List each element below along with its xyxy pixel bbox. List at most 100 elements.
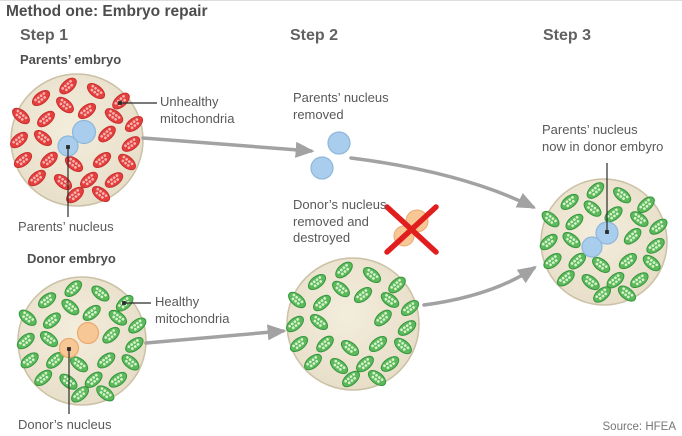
mitochondrion: [332, 280, 350, 298]
mitochondrion: [304, 353, 322, 371]
mitochondrion: [646, 237, 665, 254]
mitochondrion: [59, 77, 77, 95]
mitochondrion: [64, 155, 84, 173]
step-2-label: Step 2: [290, 27, 339, 44]
parents-embryo-heading: Parents’ embryo: [20, 52, 122, 67]
mitochondrion: [286, 315, 304, 333]
mitochondrion: [565, 213, 584, 231]
donor-embryo-heading: Donor embryo: [27, 251, 116, 266]
mitochondrion: [613, 187, 632, 204]
mitochondrion: [642, 254, 661, 272]
mitochondrion: [80, 171, 98, 189]
mitochondrion: [556, 270, 575, 287]
mitochondrion: [43, 312, 61, 329]
mitochondrion: [118, 153, 136, 171]
mitochondrion: [40, 151, 58, 169]
arrow-donor-to-step2: [144, 324, 287, 345]
mitochondrion: [637, 196, 655, 214]
mitochondrion: [66, 186, 84, 204]
mitochondrion: [108, 309, 128, 326]
nucleus-blue: [327, 131, 351, 155]
pointer-unhealthy-mitochondria: [118, 101, 157, 105]
mitochondrion: [340, 339, 360, 357]
mitochondrion: [20, 352, 39, 369]
mitochondrion: [367, 369, 387, 387]
parents-nucleus-in-donor-label: Parents’ nucleus now in donor embyro: [542, 122, 664, 154]
mitochondrion: [288, 291, 306, 309]
mitochondrion: [92, 151, 112, 169]
donors-nucleus-label: Donor’s nucleus: [18, 417, 112, 432]
mitochondrion: [121, 136, 141, 152]
mitochondrion: [37, 110, 55, 128]
mitochondrion: [104, 172, 124, 188]
mitochondrion: [102, 326, 120, 344]
mitochondrion: [581, 274, 600, 291]
healthy-mitochondria-label: Healthy mitochondria: [155, 294, 230, 326]
mitochondrion: [649, 218, 668, 235]
mitochondrion: [394, 337, 412, 355]
mitochondrion: [108, 371, 128, 388]
mitochondrion: [380, 356, 400, 372]
mitochondrion: [16, 332, 35, 350]
arrow-donorcell-to-step3: [422, 266, 537, 307]
mitochondrion: [64, 280, 83, 297]
nucleus-blue: [581, 236, 603, 258]
diagram-title: Method one: Embryo repair: [6, 3, 208, 20]
mitochondrion: [342, 370, 360, 388]
mitochondrion: [38, 292, 57, 309]
mitochondrion: [34, 369, 53, 387]
mitochondrion: [289, 335, 309, 353]
mitochondrion: [541, 210, 560, 228]
mitochondrion: [98, 125, 116, 143]
mitochondrion: [86, 82, 106, 100]
mitochondrion: [539, 233, 558, 251]
step-1-label: Step 1: [20, 27, 69, 44]
mitochondrion: [397, 320, 417, 336]
mitochondrion: [70, 356, 89, 373]
mitochondrion: [313, 294, 331, 312]
mitochondrion: [128, 317, 147, 334]
parents-embryo-cell: [10, 73, 144, 207]
mitochondrion: [356, 355, 374, 373]
destroyed-donor-nucleus: [384, 204, 439, 255]
mitochondrion: [124, 115, 144, 133]
mitochondrion: [91, 185, 111, 203]
pointer-donors-nucleus: [67, 347, 71, 414]
mitochondrion: [33, 129, 53, 147]
mitochondrion: [77, 102, 97, 120]
mitochondrion: [623, 227, 642, 245]
mitochondrion: [543, 253, 562, 270]
mitochondrion: [368, 335, 388, 353]
mitochondrion: [618, 253, 637, 270]
arrow-nucleus-to-step3: [349, 156, 537, 209]
mitochondrion: [309, 313, 329, 331]
mitochondrion: [630, 272, 649, 289]
top-divider: [0, 0, 682, 1]
mitochondrion: [630, 211, 649, 227]
enucleated-donor-cell: [286, 257, 420, 391]
mitochondrion: [104, 108, 124, 124]
pointer-parents-nucleus: [66, 145, 70, 217]
nucleus-blue: [71, 119, 97, 145]
mitochondrion: [617, 285, 636, 302]
mitochondrion: [13, 151, 33, 169]
mitochondrion: [125, 337, 144, 353]
mitochondrion: [97, 352, 116, 369]
mitochondrion: [353, 286, 373, 304]
mitochondrion: [400, 299, 420, 317]
mitochondrion: [560, 193, 579, 210]
mitochondrion: [96, 385, 115, 402]
mitochondrion: [362, 266, 382, 284]
step-3-label: Step 3: [543, 27, 592, 44]
mitochondrion: [592, 256, 611, 273]
mitochondrion: [82, 304, 101, 321]
mitochondrion: [84, 371, 103, 388]
mitochondrion: [121, 354, 140, 371]
mitochondrion: [39, 331, 59, 348]
mitochondrion: [586, 182, 605, 199]
cross-icon: [384, 204, 439, 255]
nucleus-orange: [76, 321, 100, 345]
source-credit: Source: HFEA: [602, 421, 677, 433]
